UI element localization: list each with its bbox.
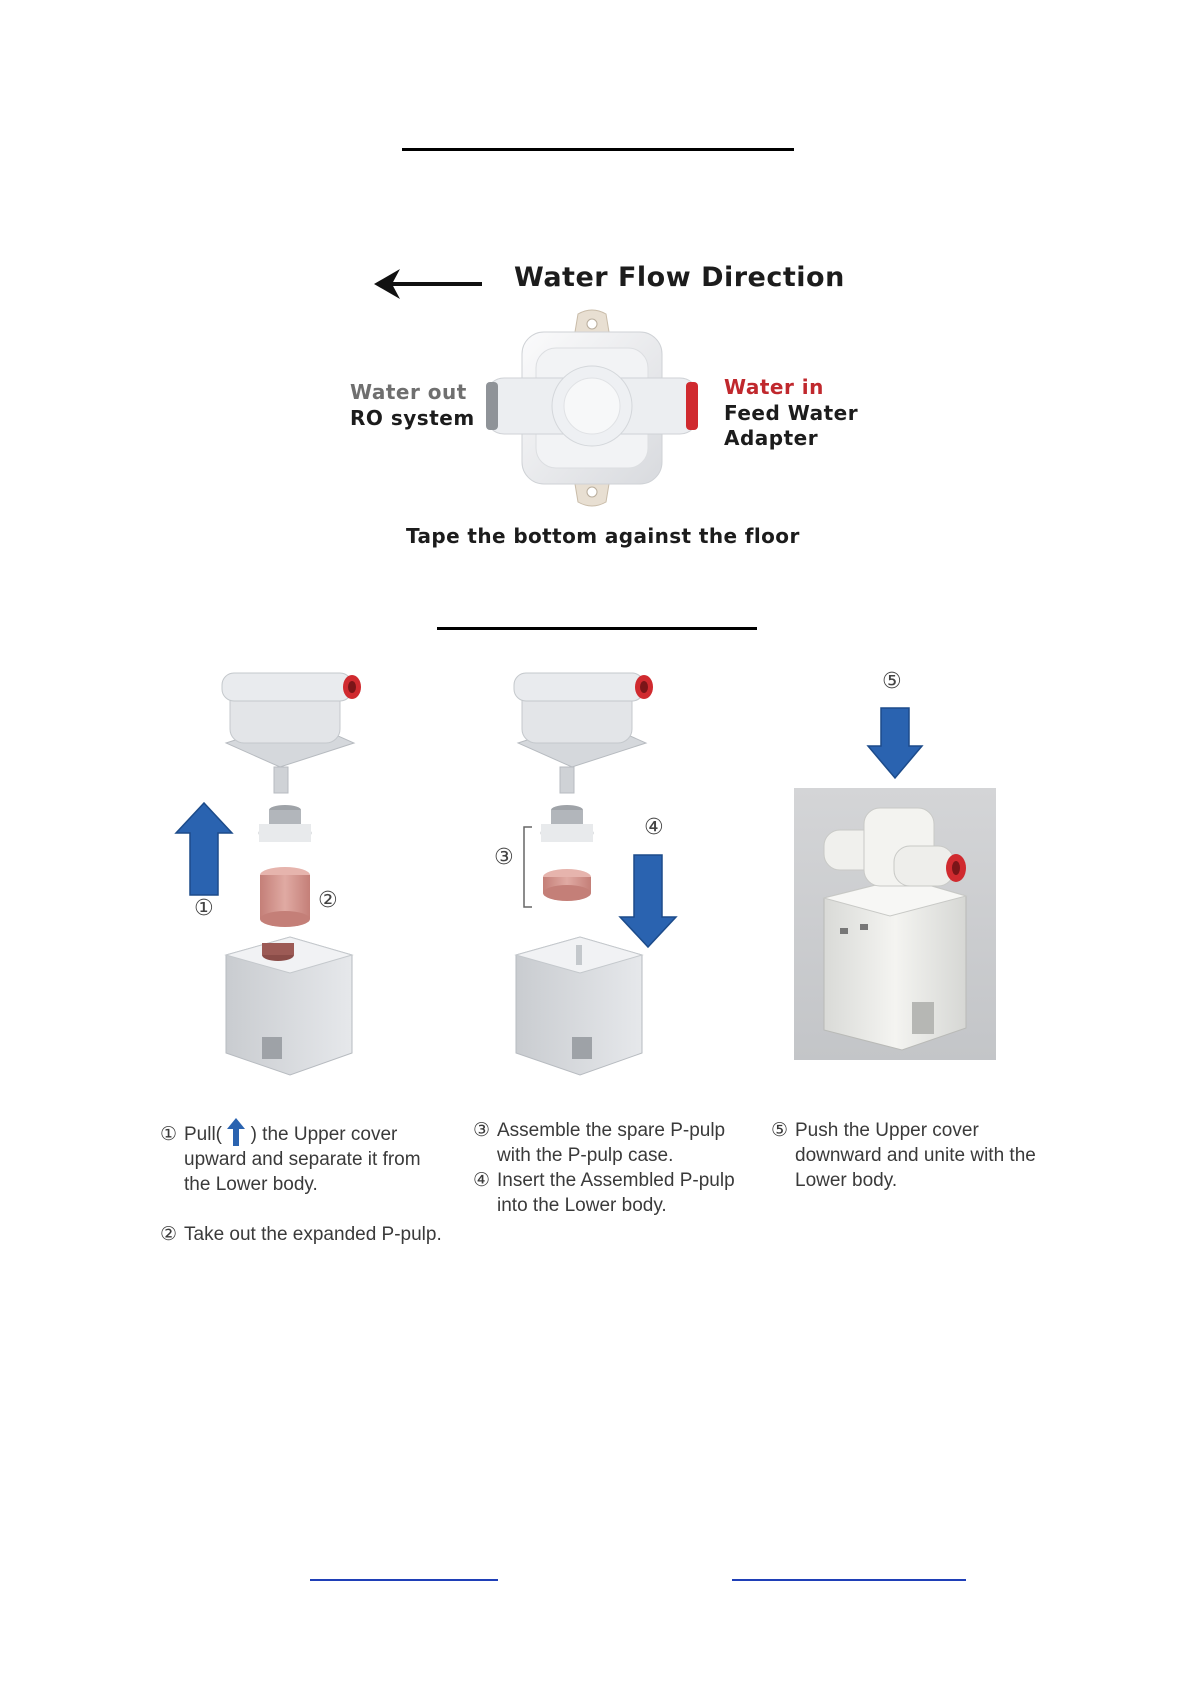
label-5: ⑤: [882, 669, 902, 694]
step5-line1: Push the Upper cover: [795, 1120, 979, 1141]
step3-caption: ③ Assemble the spare P-pulp with the P-pu…: [473, 1118, 763, 1168]
feed-water-label: Feed Water: [724, 401, 859, 425]
caption-col3: ⑤ Push the Upper cover downward and unite…: [771, 1118, 1061, 1193]
step2-text: Take out the expanded P-pulp.: [184, 1224, 442, 1245]
step2-number: ②: [160, 1224, 178, 1245]
down-arrow-icon: [866, 707, 924, 780]
label-2: ②: [318, 888, 338, 913]
ro-system-label: RO system: [350, 406, 475, 430]
step5-line3: Lower body.: [795, 1170, 898, 1191]
middle-rule: [437, 627, 757, 630]
flow-direction-title: Water Flow Direction: [514, 262, 845, 293]
top-rule: [402, 148, 794, 151]
step1-text-b: ) the Upper cover: [250, 1124, 398, 1145]
label-3: ③: [494, 845, 514, 870]
footer-link-right[interactable]: [732, 1579, 966, 1581]
step4-line1: Insert the Assembled P-pulp: [497, 1170, 735, 1191]
disassembly-diagram-image: [174, 672, 361, 1076]
step1-line3: the Lower body.: [184, 1174, 318, 1195]
step3-number: ③: [473, 1120, 491, 1141]
adapter-label: Adapter: [724, 426, 819, 450]
step1-caption: ① Pull( ) the Upper cover upward and sepa…: [160, 1118, 450, 1197]
step1-number: ①: [160, 1124, 178, 1145]
step2-caption: ② Take out the expanded P-pulp.: [160, 1222, 450, 1247]
up-arrow-icon: [227, 1118, 246, 1146]
step4-line2: into the Lower body.: [497, 1195, 667, 1216]
label-1: ①: [194, 896, 214, 921]
assembled-unit-photo: [794, 788, 996, 1060]
tape-instruction: Tape the bottom against the floor: [406, 524, 800, 548]
step5-number: ⑤: [771, 1120, 789, 1141]
valve-top-view-image: [486, 309, 698, 507]
footer-link-left[interactable]: [310, 1579, 498, 1581]
step5-caption: ⑤ Push the Upper cover downward and unite…: [771, 1118, 1061, 1193]
caption-col1: ① Pull( ) the Upper cover upward and sepa…: [160, 1118, 450, 1247]
step4-caption: ④ Insert the Assembled P-pulp into the Lo…: [473, 1168, 763, 1218]
caption-col2: ③ Assemble the spare P-pulp with the P-pu…: [473, 1118, 763, 1218]
flow-arrow-icon: [374, 269, 482, 299]
water-out-label: Water out: [350, 380, 467, 404]
step1-line2: upward and separate it from: [184, 1149, 421, 1170]
step4-number: ④: [473, 1170, 491, 1191]
step1-text-a: Pull(: [184, 1124, 223, 1145]
step3-line1: Assemble the spare P-pulp: [497, 1120, 726, 1141]
label-4: ④: [644, 815, 664, 840]
water-in-label: Water in: [724, 375, 824, 399]
step3-line2: with the P-pulp case.: [497, 1145, 674, 1166]
step5-line2: downward and unite with the: [795, 1145, 1036, 1166]
reassembly-diagram-image: [513, 672, 678, 1076]
